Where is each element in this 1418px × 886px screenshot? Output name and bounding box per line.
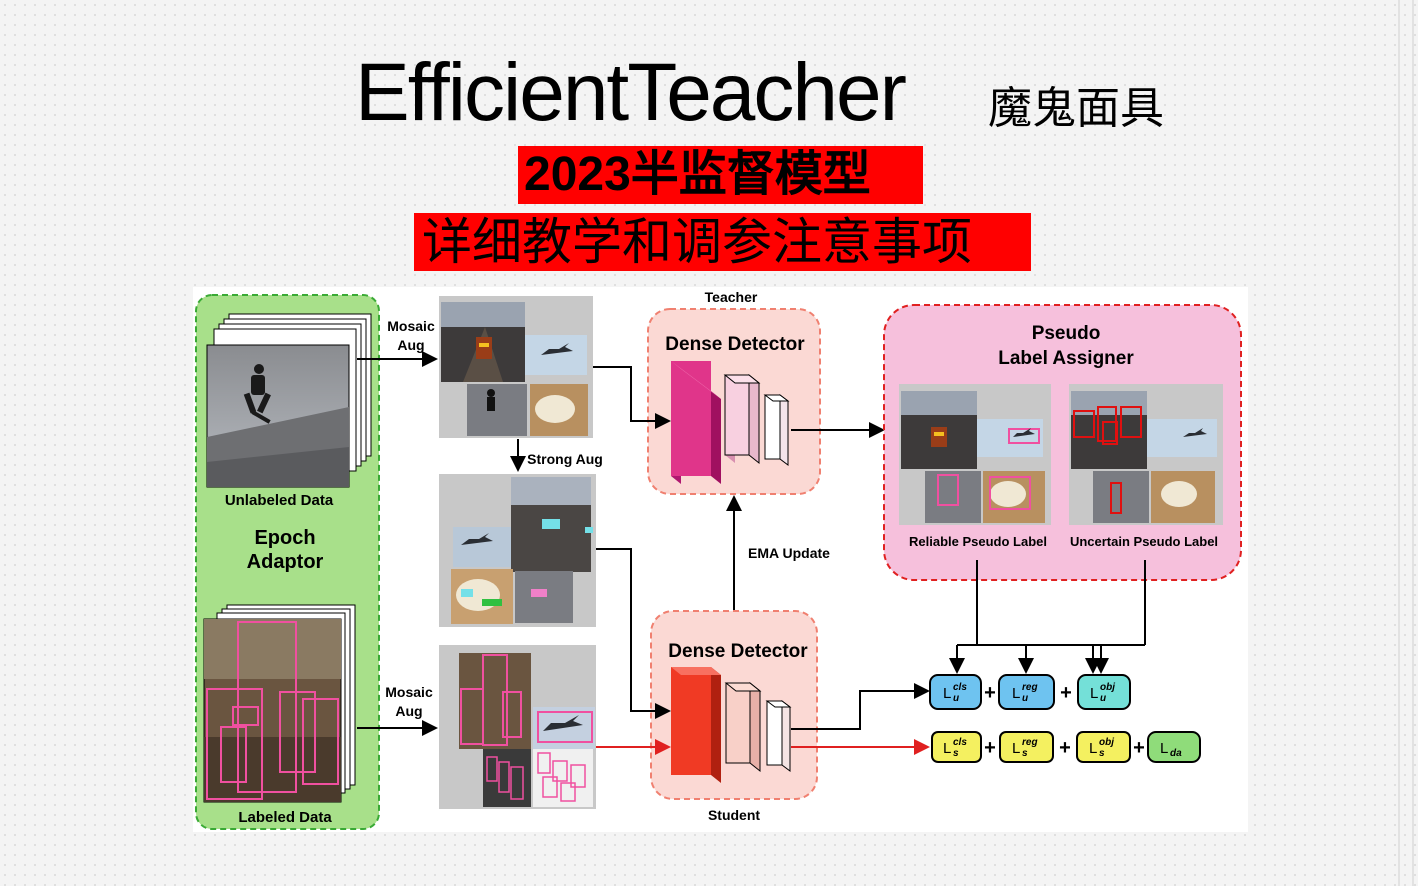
- loss-s-cls: L cls s: [931, 731, 982, 763]
- plus-3: +: [984, 737, 996, 759]
- arrow-mosaic-to-teacher: [593, 366, 671, 429]
- labeled-data-stack: [203, 604, 356, 803]
- page-edge-left: [1398, 0, 1400, 886]
- svg-text:L: L: [1089, 740, 1097, 757]
- ema-update-label: EMA Update: [748, 545, 830, 561]
- svg-text:L: L: [943, 685, 951, 702]
- page-title: EfficientTeacher: [355, 47, 907, 138]
- svg-text:obj: obj: [1099, 737, 1114, 748]
- reliable-pseudo-label-image: [899, 384, 1051, 525]
- mosaic-image-unlabeled: [439, 296, 593, 438]
- loss-u-obj: L obj u: [1077, 674, 1131, 710]
- mosaic-aug-bottom-label-1: Mosaic: [385, 684, 433, 700]
- teacher-dense-detector: [647, 308, 821, 495]
- plus-5: +: [1133, 737, 1145, 759]
- svg-text:reg: reg: [1022, 737, 1038, 748]
- loss-s-obj: L obj s: [1076, 731, 1131, 763]
- svg-text:cls: cls: [953, 682, 967, 693]
- pseudo-to-loss-connectors: [949, 560, 1146, 674]
- svg-text:u: u: [1100, 693, 1106, 704]
- loss-da: L da: [1147, 731, 1201, 763]
- loss-s-reg: L reg s: [999, 731, 1054, 763]
- banner-subtitle-1: 2023半监督模型: [518, 146, 923, 204]
- svg-text:L: L: [1090, 685, 1098, 702]
- arrow-strong-to-student: [596, 548, 671, 719]
- svg-text:u: u: [1022, 693, 1028, 704]
- strong-aug-label: Strong Aug: [527, 451, 603, 467]
- svg-text:L: L: [1160, 740, 1168, 757]
- svg-text:u: u: [953, 693, 959, 704]
- unlabeled-data-stack: [206, 313, 372, 488]
- svg-text:obj: obj: [1100, 682, 1115, 693]
- dense-detector-teacher-label: Dense Detector: [665, 334, 805, 355]
- plus-1: +: [984, 682, 996, 704]
- plus-4: +: [1059, 737, 1071, 759]
- pseudo-label-title-2: Label Assigner: [998, 348, 1134, 369]
- svg-text:s: s: [1099, 748, 1105, 759]
- strong-aug-image: [439, 474, 596, 627]
- uncertain-pseudo-label-text: Uncertain Pseudo Label: [1070, 534, 1218, 549]
- loss-u-cls: L cls u: [929, 674, 982, 710]
- dense-detector-student-label: Dense Detector: [668, 641, 808, 662]
- svg-text:L: L: [943, 740, 951, 757]
- reliable-pseudo-label-text: Reliable Pseudo Label: [909, 534, 1047, 549]
- svg-text:da: da: [1170, 748, 1182, 759]
- pseudo-label-title-1: Pseudo: [1032, 323, 1101, 344]
- svg-text:cls: cls: [953, 737, 967, 748]
- svg-text:s: s: [953, 748, 959, 759]
- uncertain-pseudo-label-image: [1069, 384, 1223, 525]
- page-title-suffix: 魔鬼面具: [988, 83, 1164, 134]
- plus-2: +: [1060, 682, 1072, 704]
- epoch-adaptor-label-1: Epoch: [254, 527, 315, 549]
- svg-text:L: L: [1012, 740, 1020, 757]
- mosaic-image-labeled: [439, 645, 596, 809]
- student-label: Student: [708, 807, 760, 823]
- teacher-label: Teacher: [705, 289, 758, 305]
- svg-text:L: L: [1012, 685, 1020, 702]
- arrow-student-to-unsup-loss: [791, 683, 930, 730]
- loss-u-reg: L reg u: [998, 674, 1055, 710]
- epoch-adaptor-label-2: Adaptor: [247, 551, 324, 573]
- banner-subtitle-2: 详细教学和调参注意事项: [414, 213, 1031, 271]
- framework-diagram: Unlabeled Data Epoch Adaptor Labeled Dat…: [193, 287, 1248, 832]
- svg-text:reg: reg: [1022, 682, 1038, 693]
- student-dense-detector: [650, 610, 818, 800]
- svg-text:s: s: [1022, 748, 1028, 759]
- mosaic-aug-bottom-label-2: Aug: [395, 703, 422, 719]
- unlabeled-data-label: Unlabeled Data: [225, 492, 334, 509]
- page-edge-right: [1412, 0, 1414, 886]
- mosaic-aug-top-label-2: Aug: [397, 337, 424, 353]
- labeled-data-label: Labeled Data: [238, 809, 332, 826]
- mosaic-aug-top-label-1: Mosaic: [387, 318, 435, 334]
